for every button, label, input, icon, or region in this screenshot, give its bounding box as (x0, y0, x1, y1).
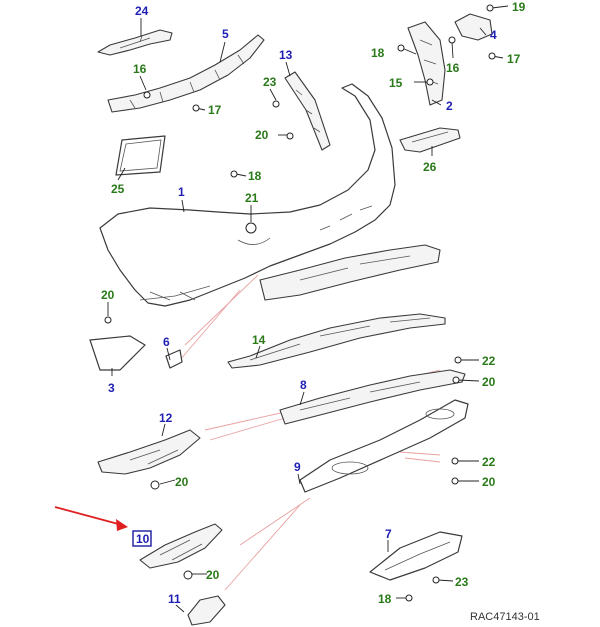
callout-21: 21 (245, 191, 259, 205)
callout-18a: 18 (248, 169, 262, 183)
callout-25: 25 (111, 182, 125, 196)
part-14-trim-strip (227, 313, 446, 369)
callout-labels: 24 5 16 17 25 13 23 20 1 18 21 19 4 18 1… (101, 0, 526, 606)
callout-10: 10 (136, 532, 150, 546)
part-5-reinforcement (107, 34, 265, 113)
callout-26: 26 (423, 160, 437, 174)
callout-12: 12 (159, 411, 173, 425)
callout-1: 1 (178, 185, 185, 199)
part-26-plate (399, 127, 461, 153)
callout-18b: 18 (371, 46, 385, 60)
callout-15: 15 (389, 76, 403, 90)
callout-16b: 16 (446, 61, 460, 75)
callout-20c: 20 (482, 375, 496, 389)
callout-2: 2 (446, 99, 453, 113)
callout-20e: 20 (482, 475, 496, 489)
part-3-panel (89, 335, 146, 371)
callout-17b: 17 (507, 52, 521, 66)
part-24-bracket (97, 29, 173, 56)
callout-20b: 20 (101, 288, 115, 302)
callout-20d: 20 (175, 475, 189, 489)
callout-6: 6 (163, 335, 170, 349)
upper-lower-trim (259, 244, 441, 301)
part-11-clip (187, 595, 226, 626)
callout-16a: 16 (133, 62, 147, 76)
callout-13: 13 (279, 48, 293, 62)
callout-8: 8 (300, 378, 307, 392)
callout-22b: 22 (482, 455, 496, 469)
part-8-lower-strip (279, 369, 466, 425)
callout-23a: 23 (263, 75, 277, 89)
part-13-bracket (284, 71, 331, 151)
callout-19: 19 (512, 0, 526, 14)
fasteners (104, 4, 496, 602)
part-10-insert (139, 523, 223, 580)
part-25-panel (115, 135, 166, 176)
callout-24: 24 (135, 4, 149, 18)
reference-code: RAC47143-01 (470, 611, 540, 623)
leader-lines (107, 5, 509, 613)
callout-7: 7 (385, 527, 392, 541)
callout-22a: 22 (482, 354, 496, 368)
part-9-diffuser (299, 399, 469, 493)
callout-14: 14 (252, 333, 266, 347)
part-2-bracket (407, 21, 446, 106)
callout-3: 3 (108, 381, 115, 395)
pointer-arrow (54, 506, 128, 531)
callout-20f: 20 (206, 568, 220, 582)
part-7-tray (369, 531, 463, 581)
part-6-clip (165, 349, 183, 369)
callout-5: 5 (222, 27, 229, 41)
highlight-box-10 (132, 530, 152, 547)
callout-11: 11 (168, 592, 181, 606)
callout-9: 9 (294, 460, 301, 474)
callout-4: 4 (490, 28, 497, 42)
part-4-bracket (454, 13, 493, 41)
callout-20a: 20 (255, 128, 269, 142)
callout-17a: 17 (208, 103, 222, 117)
part-12-insert (97, 429, 201, 490)
callout-23b: 23 (455, 575, 469, 589)
callout-18c: 18 (378, 592, 392, 606)
part-1-bumper-cover (99, 83, 396, 307)
